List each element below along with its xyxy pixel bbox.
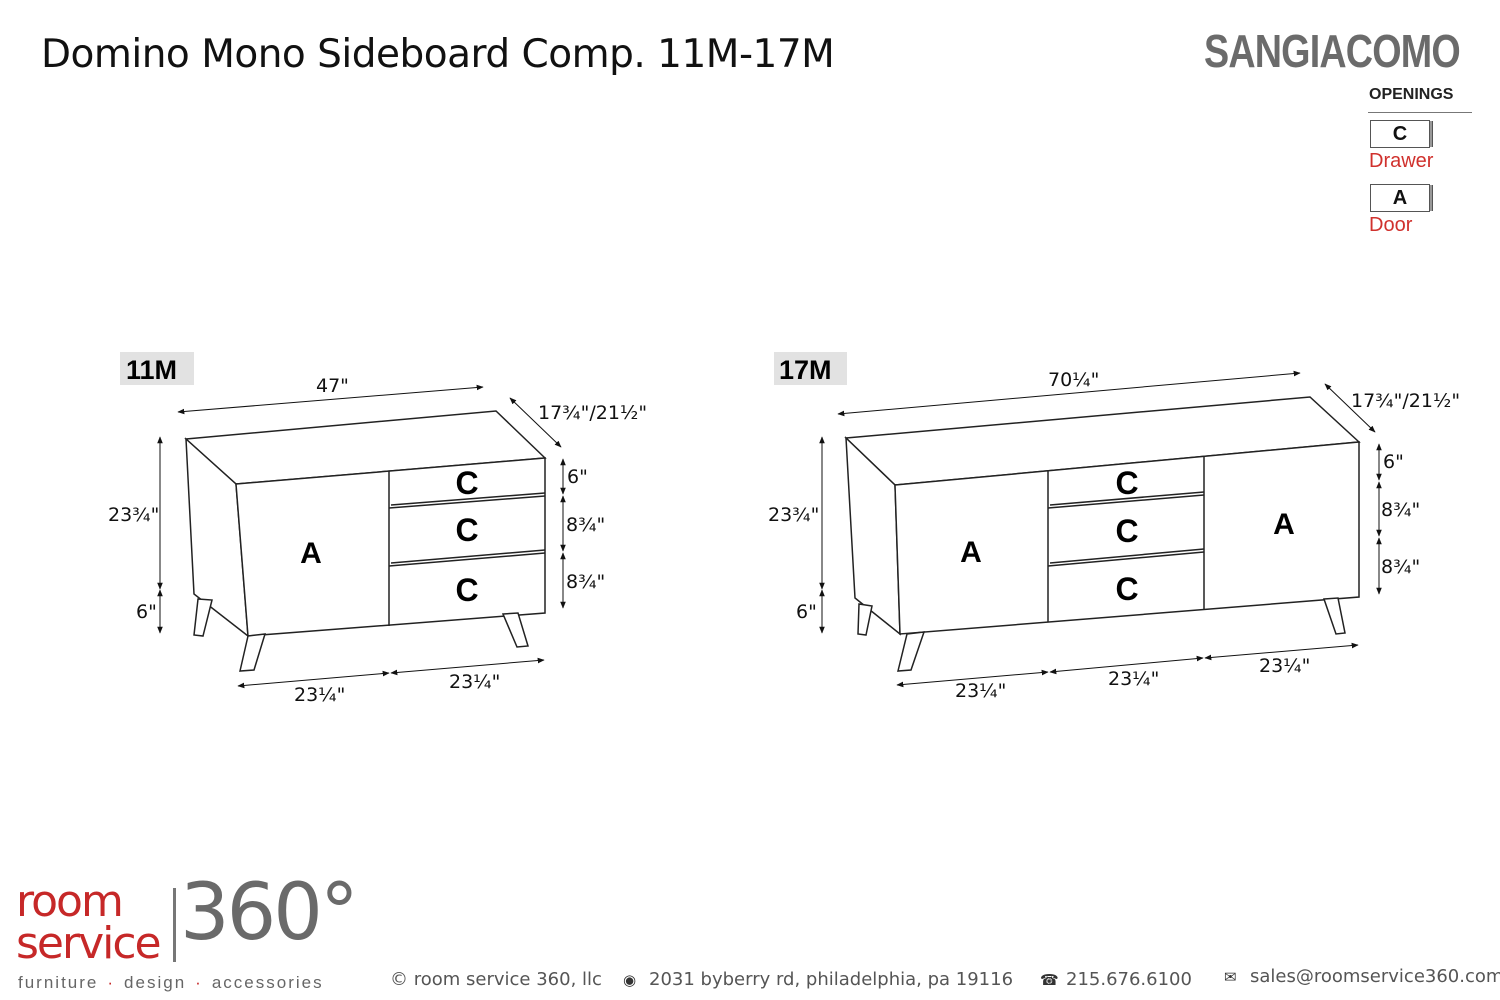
dim-depth-17m: 17¾"/21½" bbox=[1351, 390, 1460, 412]
front-a1-17m: A bbox=[960, 536, 982, 569]
dim-drawer2-11m: 8¾" bbox=[566, 514, 605, 536]
legs-17m bbox=[857, 597, 1346, 672]
legend-divider bbox=[1368, 112, 1472, 113]
front-a-11m: A bbox=[300, 537, 322, 570]
front-c2-17m: C bbox=[1115, 513, 1138, 549]
dim-drawer1-17m: 6" bbox=[1383, 451, 1404, 473]
footer-address-text: 2031 byberry rd, philadelphia, pa 19116 bbox=[649, 969, 1014, 990]
cabinet-17m bbox=[844, 396, 1361, 636]
front-c3-17m: C bbox=[1115, 571, 1138, 607]
legend-drawer-code: C bbox=[1370, 120, 1430, 148]
dim-drawer1-11m: 6" bbox=[567, 466, 588, 488]
composition-17m: 17M A C C C A bbox=[768, 352, 1460, 702]
dim-drawer3-17m: 8¾" bbox=[1381, 556, 1420, 578]
composition-11m: 11M A C C C bbox=[108, 352, 647, 706]
cabinet-11m bbox=[184, 410, 547, 638]
openings-legend: OPENINGS C Drawer A Door bbox=[1368, 84, 1472, 248]
dim-leg-height-11m: 6" bbox=[136, 601, 157, 623]
footer-email-text[interactable]: sales@roomservice360.com bbox=[1250, 966, 1500, 987]
dim-depth-11m: 17¾"/21½" bbox=[538, 402, 647, 424]
footer-email[interactable]: ✉ sales@roomservice360.com bbox=[1224, 966, 1500, 987]
dim-body-height-17m: 23¾" bbox=[768, 504, 819, 526]
dim-leg-height-17m: 6" bbox=[796, 601, 817, 623]
dim-width-11m: 47" bbox=[316, 375, 349, 397]
logo-number: 360° bbox=[180, 868, 359, 958]
phone-icon: ☎ bbox=[1040, 971, 1059, 989]
label-badge-17m bbox=[774, 352, 847, 385]
footer-phone: ☎ 215.676.6100 bbox=[1040, 969, 1192, 990]
legs-11m bbox=[193, 598, 529, 672]
dim-bottom2-17m: 23¼" bbox=[1108, 668, 1159, 690]
logo-divider bbox=[173, 888, 176, 962]
logo-word-room: room bbox=[16, 876, 124, 927]
footer-address: ◉ 2031 byberry rd, philadelphia, pa 19116 bbox=[623, 969, 1013, 990]
front-c3-11m: C bbox=[455, 572, 478, 608]
dim-drawer3-11m: 8¾" bbox=[566, 571, 605, 593]
envelope-icon: ✉ bbox=[1224, 968, 1237, 986]
dim-body-height-11m: 23¾" bbox=[108, 504, 159, 526]
dim-bottom1-11m: 23¼" bbox=[294, 684, 345, 706]
front-c2-11m: C bbox=[455, 512, 478, 548]
label-badge-11m bbox=[120, 352, 194, 385]
front-a2-17m: A bbox=[1273, 508, 1295, 541]
dimension-lines-11m bbox=[157, 384, 566, 689]
dim-bottom1-17m: 23¼" bbox=[955, 680, 1006, 702]
legend-door-label: Door bbox=[1369, 214, 1413, 236]
brand-logo: SANGIACOMO bbox=[1204, 25, 1461, 77]
front-c1-11m: C bbox=[455, 465, 478, 501]
tagline-furniture: furniture bbox=[18, 973, 99, 992]
logo-tagline: furniture·design·accessories bbox=[18, 973, 324, 992]
dim-drawer2-17m: 8¾" bbox=[1381, 499, 1420, 521]
tagline-design: design bbox=[124, 973, 187, 992]
dimension-lines-17m bbox=[819, 370, 1382, 688]
footer-copyright: © room service 360, llc bbox=[390, 969, 602, 990]
front-c1-17m: C bbox=[1115, 465, 1138, 501]
dim-bottom3-17m: 23¼" bbox=[1259, 655, 1310, 677]
footer-phone-text: 215.676.6100 bbox=[1066, 969, 1192, 990]
logo-word-service: service bbox=[16, 918, 162, 969]
map-pin-icon: ◉ bbox=[623, 971, 637, 989]
composition-code-17m: 17M bbox=[779, 355, 832, 385]
legend-drawer-label: Drawer bbox=[1369, 150, 1434, 172]
composition-code-11m: 11M bbox=[126, 355, 177, 385]
legend-door-code: A bbox=[1370, 184, 1430, 212]
tagline-accessories: accessories bbox=[211, 973, 324, 992]
page-title: Domino Mono Sideboard Comp. 11M-17M bbox=[41, 32, 835, 77]
dim-bottom2-11m: 23¼" bbox=[449, 671, 500, 693]
legend-title: OPENINGS bbox=[1369, 86, 1454, 103]
dim-width-17m: 70¼" bbox=[1048, 369, 1099, 391]
